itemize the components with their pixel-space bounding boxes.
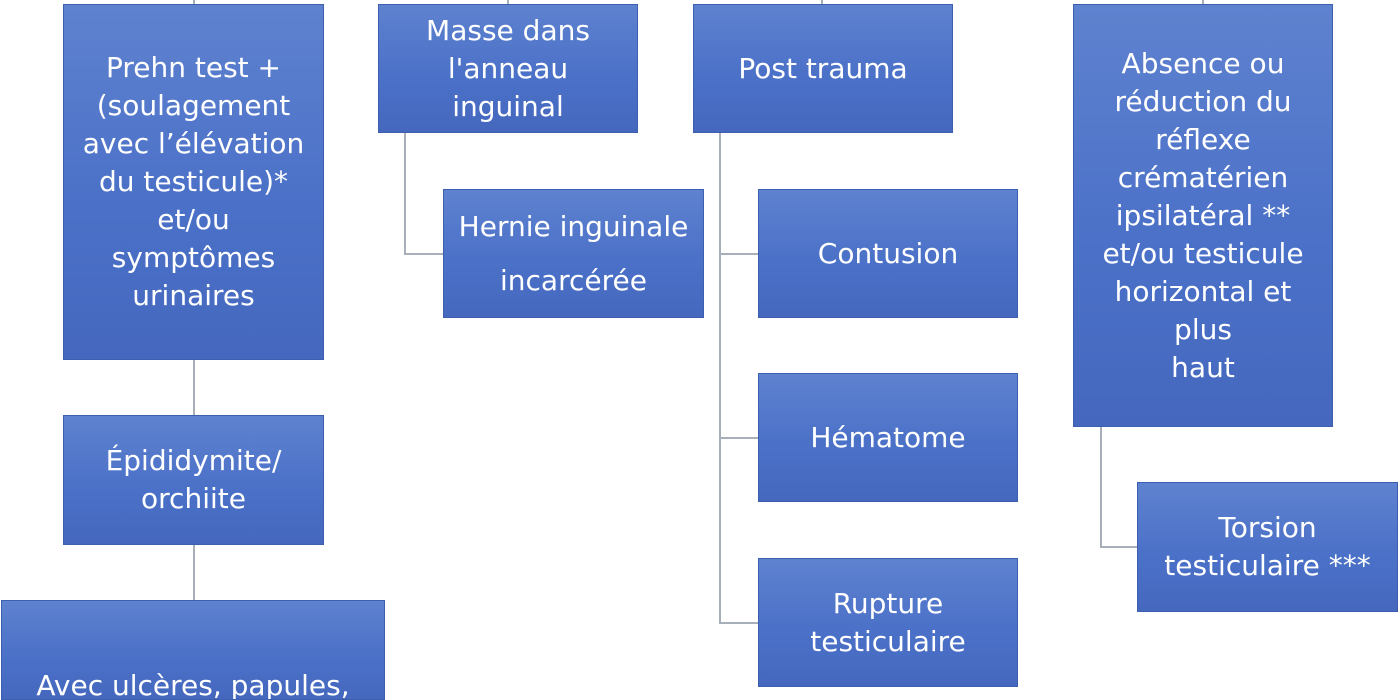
node-post-trauma-label: Post trauma (738, 51, 908, 85)
connector-posttrauma-hematome (719, 437, 759, 439)
node-epididymite-orchiite: Épididymite/ orchiite (63, 415, 324, 545)
connector-top-masse (507, 0, 509, 4)
node-torsion-testiculaire-label: Torsion testiculaire *** (1164, 511, 1371, 582)
node-avec-ulceres-label: Avec ulcères, papules, (36, 669, 350, 700)
connector-absence-torsion (1100, 546, 1138, 548)
connector-masse-vertical (404, 133, 406, 255)
node-post-trauma: Post trauma (693, 4, 953, 133)
node-absence-reflexe: Absence ou réduction du réflexe crématér… (1073, 4, 1333, 427)
connector-posttrauma-rupture (719, 622, 759, 624)
connector-top-prehn (193, 0, 195, 4)
connector-masse-hernie (404, 253, 444, 255)
connector-top-posttrauma (821, 0, 823, 4)
node-contusion-label: Contusion (817, 236, 959, 270)
node-avec-ulceres: Avec ulcères, papules, (1, 600, 385, 700)
node-hematome: Hématome (758, 373, 1018, 502)
node-contusion: Contusion (758, 189, 1018, 318)
node-hernie-inguinale: Hernie inguinale incarcérée (443, 189, 704, 318)
node-prehn-test: Prehn test + (soulagement avec l’élévati… (63, 4, 324, 360)
node-rupture-testiculaire-label: Rupture testiculaire (810, 586, 966, 658)
node-hematome-label: Hématome (810, 420, 966, 454)
node-masse-anneau-inguinal-label: Masse dans l'anneau inguinal (426, 13, 590, 123)
node-masse-anneau-inguinal: Masse dans l'anneau inguinal (378, 4, 638, 133)
node-epididymite-orchiite-label: Épididymite/ orchiite (105, 444, 282, 515)
node-rupture-testiculaire: Rupture testiculaire (758, 558, 1018, 687)
connector-prehn-epididymite (193, 360, 195, 415)
node-hernie-inguinale-label: Hernie inguinale incarcérée (458, 209, 689, 297)
connector-top-absence (1202, 0, 1204, 4)
node-absence-reflexe-label: Absence ou réduction du réflexe crématér… (1102, 46, 1304, 384)
node-prehn-test-label: Prehn test + (soulagement avec l’élévati… (82, 51, 305, 312)
connector-epididymite-ulceres (193, 545, 195, 600)
connector-posttrauma-contusion (719, 253, 759, 255)
connector-absence-vertical (1100, 427, 1102, 548)
connector-posttrauma-vertical (719, 133, 721, 624)
node-torsion-testiculaire: Torsion testiculaire *** (1137, 482, 1398, 612)
